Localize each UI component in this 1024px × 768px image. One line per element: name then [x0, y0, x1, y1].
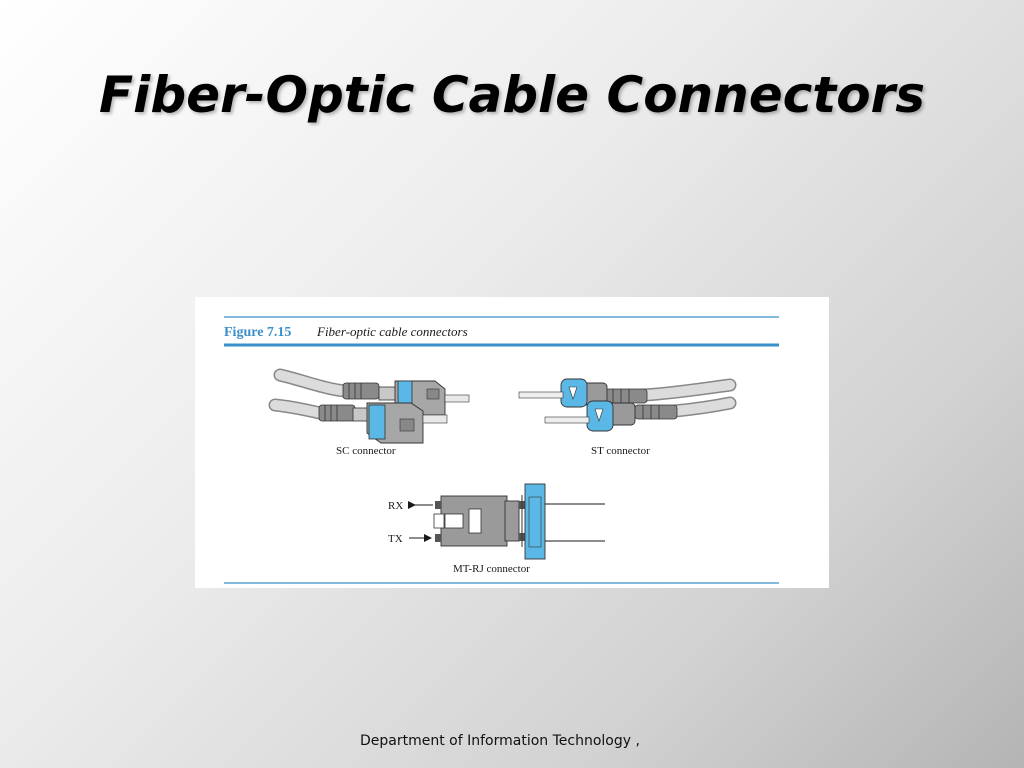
- mtrj-connector-label: MT-RJ connector: [453, 563, 530, 575]
- sc-connector-label: SC connector: [336, 445, 396, 457]
- figure-card: Figure 7.15 Fiber-optic cable connectors: [195, 297, 829, 588]
- figure-caption: Fiber-optic cable connectors: [316, 324, 468, 339]
- sc-connector-illustration: [268, 368, 470, 444]
- st-connector-label: ST connector: [591, 445, 650, 457]
- mtrj-connector-diagram: [408, 483, 605, 560]
- connector-figure: Figure 7.15 Fiber-optic cable connectors: [224, 316, 779, 584]
- rx-label: RX: [388, 500, 403, 512]
- slide-footer: Department of Information Technology ,: [360, 733, 640, 749]
- slide-title: Fiber-Optic Cable Connectors: [99, 66, 925, 124]
- figure-number: Figure 7.15: [224, 325, 291, 340]
- tx-label: TX: [388, 533, 403, 545]
- st-connector-illustration: [518, 378, 737, 432]
